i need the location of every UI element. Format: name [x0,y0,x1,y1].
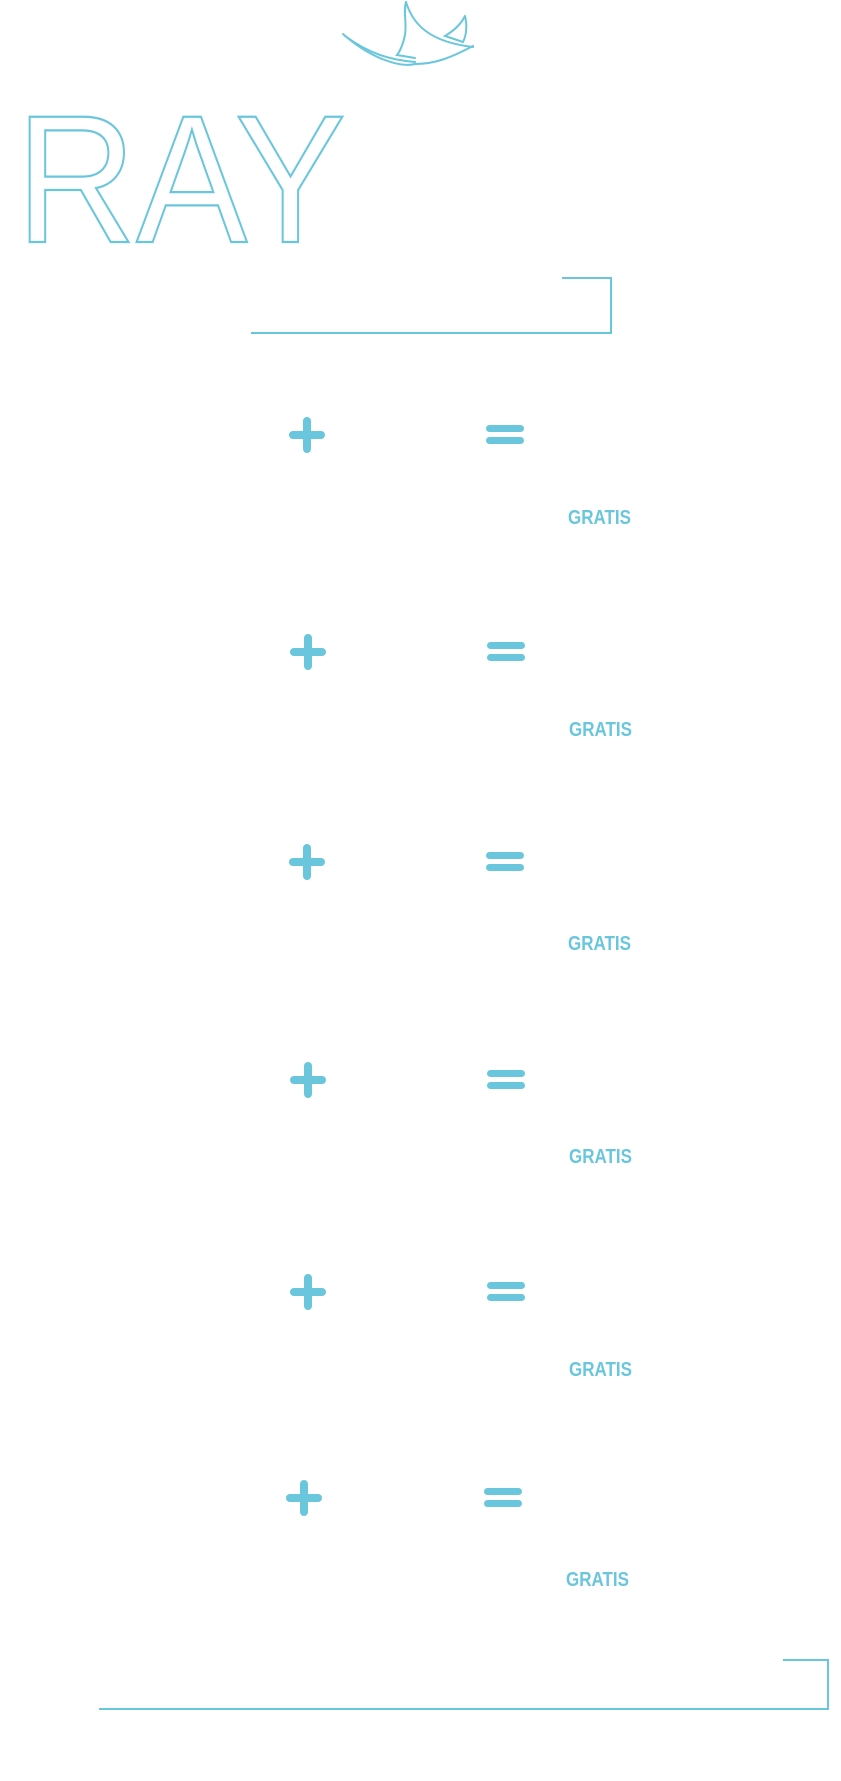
equals-icon [487,642,525,662]
gratis-badge: GRATIS [569,1146,632,1168]
gratis-badge: GRATIS [569,719,632,741]
plus-icon [290,1062,326,1098]
plus-icon [290,1274,326,1310]
gratis-badge: GRATIS [568,507,631,529]
divider-top-tick [562,277,612,279]
gratis-badge: GRATIS [568,933,631,955]
brand-logo-text: RAY [15,108,347,248]
equals-icon [486,425,524,445]
svg-text:RAY: RAY [16,108,346,248]
gratis-badge: GRATIS [569,1359,632,1381]
manta-ray-logo-icon [342,1,474,66]
plus-icon [290,634,326,670]
divider-bottom [99,1708,829,1710]
equals-icon [484,1488,522,1508]
plus-icon [289,417,325,453]
divider-bottom-corner [827,1659,829,1710]
equals-icon [486,852,524,872]
plus-icon [289,844,325,880]
plus-icon [286,1480,322,1516]
divider-bottom-tick [783,1659,829,1661]
equals-icon [487,1282,525,1302]
divider-top-corner [610,277,612,334]
divider-top [251,332,612,334]
equals-icon [487,1070,525,1090]
gratis-badge: GRATIS [566,1569,629,1591]
